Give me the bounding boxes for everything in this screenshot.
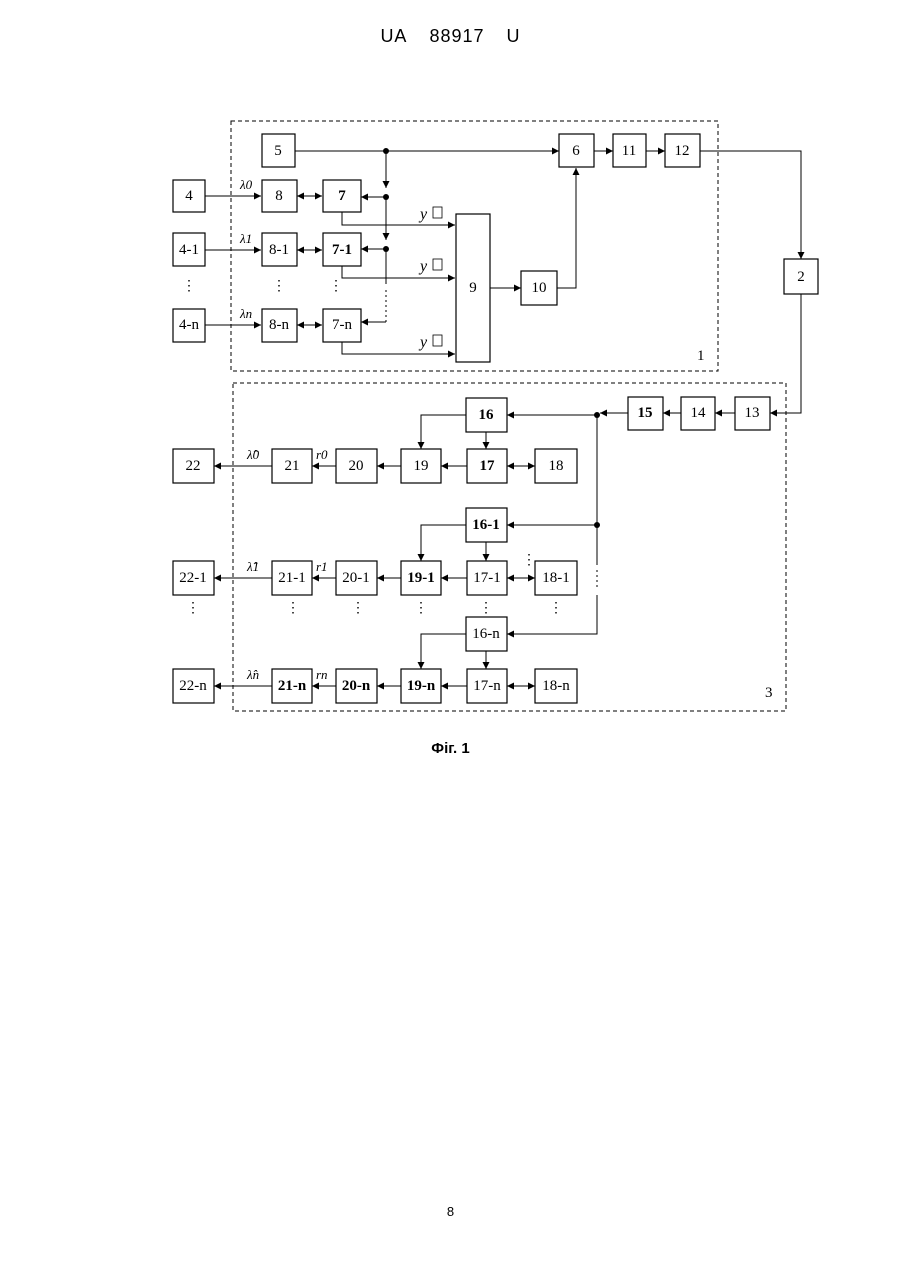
y-label-0: y	[418, 206, 428, 223]
block-18-1-label: 18-1	[542, 570, 570, 586]
signal-lambda-hat-n: λ̂n	[246, 667, 259, 682]
block-10-label: 10	[532, 280, 547, 296]
block-18-label: 18	[549, 458, 564, 474]
block-8-n-label: 8-n	[269, 317, 289, 333]
signal-lambda-0: λ0	[239, 177, 253, 192]
block-12-label: 12	[675, 143, 690, 159]
block-7-n-label: 7-n	[332, 317, 352, 333]
block-15-label: 15	[638, 405, 653, 421]
block-7-label: 7	[338, 188, 346, 204]
signal-r-1: r1	[316, 559, 328, 574]
block-18-n-label: 18-n	[542, 678, 570, 694]
block-13-label: 13	[745, 405, 760, 421]
svg-text:⋮: ⋮	[272, 279, 286, 294]
block-11-label: 11	[622, 143, 636, 159]
block-14-label: 14	[691, 405, 707, 421]
block-20-n-label: 20-n	[342, 678, 371, 694]
block-22-label: 22	[186, 458, 201, 474]
block-19-n-label: 19-n	[407, 678, 436, 694]
block-16-label: 16	[479, 407, 495, 423]
block-22-n-label: 22-n	[179, 678, 207, 694]
svg-text:⋮: ⋮	[182, 279, 196, 294]
block-4-1-label: 4-1	[179, 242, 199, 258]
svg-text:⋮: ⋮	[522, 553, 536, 568]
block-9-label: 9	[469, 280, 477, 296]
y-placeholder-boxes	[433, 207, 442, 346]
signal-lambda-hat-0: λ̂0	[246, 447, 260, 462]
figure-caption: Фіг. 1	[0, 740, 901, 757]
block-19-label: 19	[414, 458, 429, 474]
svg-text:⋮: ⋮	[351, 601, 365, 616]
block-16-n-label: 16-n	[472, 626, 500, 642]
block-6-label: 6	[572, 143, 580, 159]
svg-text:⋮: ⋮	[329, 279, 343, 294]
svg-text:⋮: ⋮	[186, 601, 200, 616]
page-number: 8	[0, 1204, 901, 1219]
block-20-label: 20	[349, 458, 364, 474]
block-17-n-label: 17-n	[473, 678, 501, 694]
block-16-1-label: 16-1	[472, 517, 500, 533]
block-2-label: 2	[797, 269, 805, 285]
receiver-region-label: 3	[765, 685, 773, 701]
block-22-1-label: 22-1	[179, 570, 207, 586]
receiver-region	[233, 383, 786, 711]
signal-lambda-n: λn	[239, 306, 252, 321]
block-7-1-label: 7-1	[332, 242, 352, 258]
svg-text:⋮: ⋮	[479, 601, 493, 616]
svg-text:⋮: ⋮	[414, 601, 428, 616]
block-8-label: 8	[275, 188, 283, 204]
block-4-n-label: 4-n	[179, 317, 199, 333]
block-17-label: 17	[480, 458, 496, 474]
svg-text:⋮: ⋮	[286, 601, 300, 616]
block-20-1-label: 20-1	[342, 570, 370, 586]
block-17-1-label: 17-1	[473, 570, 501, 586]
signal-r-n: rn	[316, 667, 328, 682]
y-label-n: y	[418, 334, 428, 351]
block-5-label: 5	[274, 143, 282, 159]
y-label-1: y	[418, 258, 428, 275]
block-21-1-label: 21-1	[278, 570, 306, 586]
block-8-1-label: 8-1	[269, 242, 289, 258]
signal-r-0: r0	[316, 447, 328, 462]
block-4-label: 4	[185, 188, 193, 204]
signal-lambda-hat-1: λ̂1	[246, 559, 259, 574]
transmitter-region-label: 1	[697, 348, 705, 364]
block-19-1-label: 19-1	[407, 570, 435, 586]
block-21-label: 21	[285, 458, 300, 474]
signal-lambda-1: λ1	[239, 231, 252, 246]
svg-text:⋮: ⋮	[549, 601, 563, 616]
block-21-n-label: 21-n	[278, 678, 307, 694]
